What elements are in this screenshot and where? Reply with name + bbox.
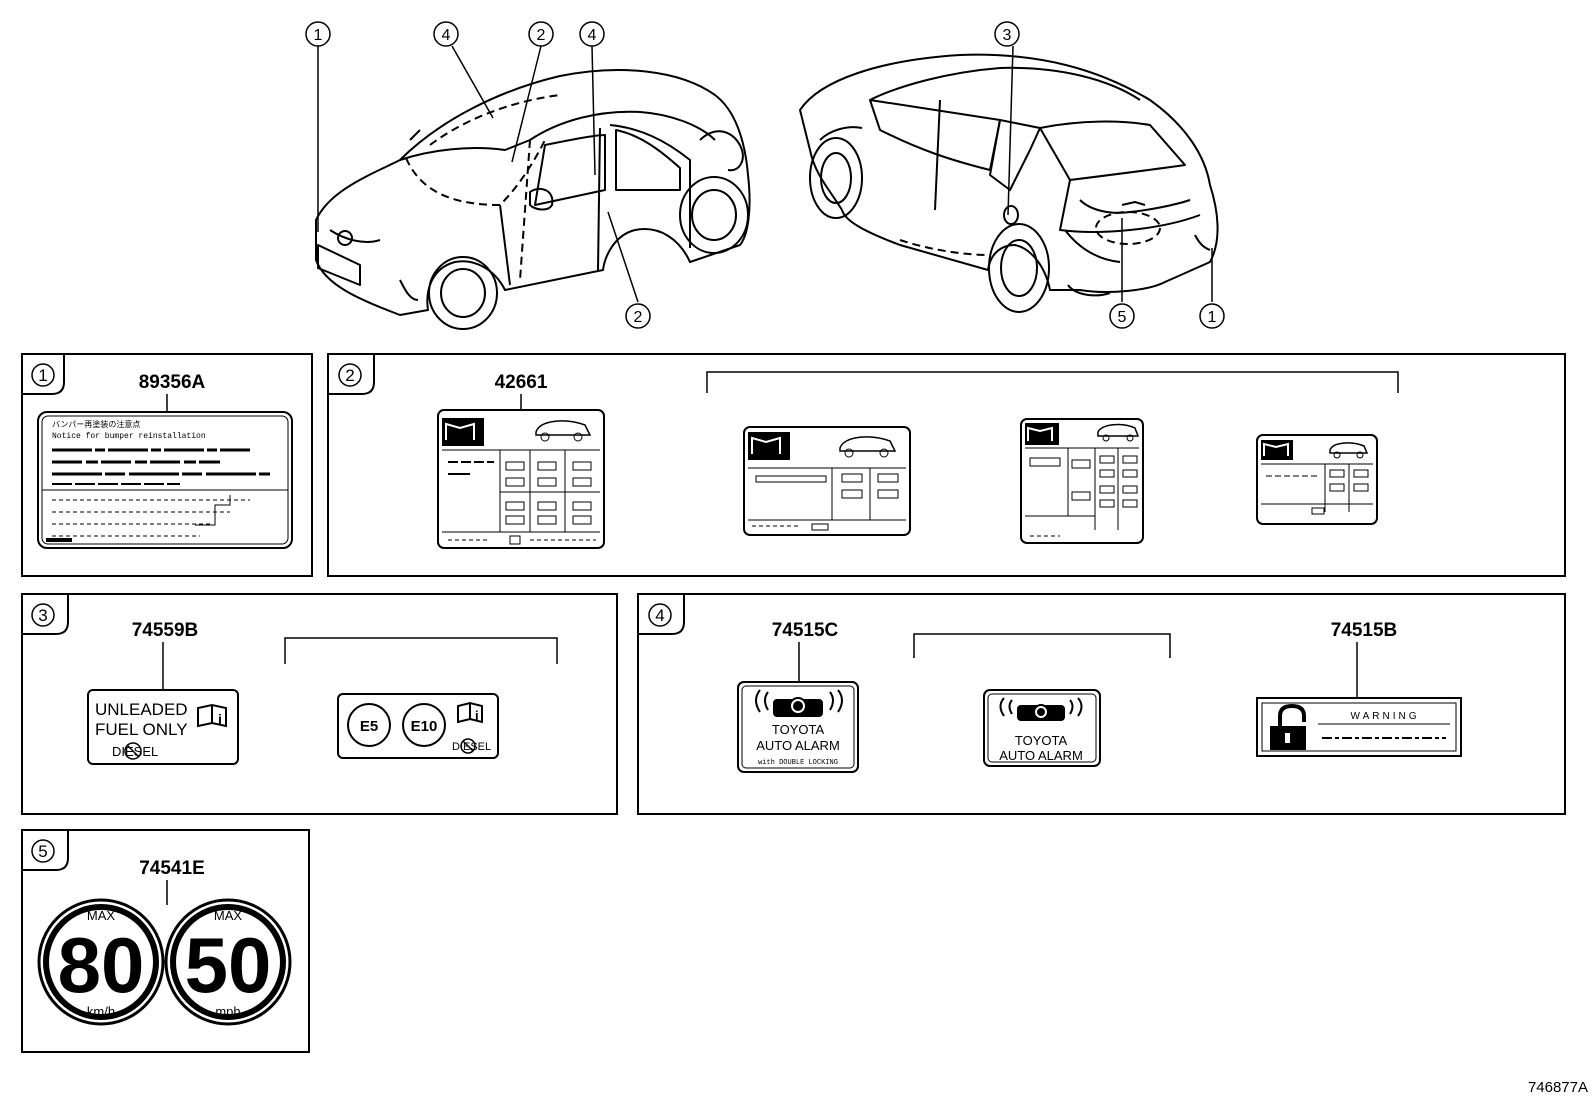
callout-marker: 4 xyxy=(433,21,459,47)
alarm-label-double-locking: TOYOTA AUTO ALARM with DOUBLE LOCKING xyxy=(737,681,859,773)
e5-badge: E5 xyxy=(360,718,378,735)
panel-4-part-number-left: 74515C xyxy=(772,620,839,641)
e10-badge: E10 xyxy=(411,718,438,735)
svg-text:3: 3 xyxy=(1003,27,1012,44)
callout-marker: 4 xyxy=(579,21,605,47)
callout-marker: 5 xyxy=(1109,303,1135,329)
svg-text:1: 1 xyxy=(38,366,47,385)
alarm-waves-icon xyxy=(999,697,1083,721)
alarm-brand-2: TOYOTA xyxy=(1015,733,1068,748)
fuel-line-1: UNLEADED xyxy=(95,700,188,719)
speed-limit-sticker: MAX 80 km/h MAX 50 mph xyxy=(37,898,292,1026)
padlock-icon xyxy=(1270,703,1306,750)
alarm-brand: TOYOTA xyxy=(772,722,825,737)
alarm-text-2: AUTO ALARM xyxy=(999,748,1083,763)
svg-text:1: 1 xyxy=(314,27,323,44)
svg-text:i: i xyxy=(784,443,788,459)
svg-text:2: 2 xyxy=(634,309,643,326)
panel-5: 5 74541E MAX 80 km/h MAX 50 mph xyxy=(21,829,310,1053)
fuel-line-2: FUEL ONLY xyxy=(95,720,188,739)
alarm-label: TOYOTA AUTO ALARM xyxy=(983,689,1101,767)
tire-pressure-label-1: i xyxy=(437,409,605,549)
panel-1: 1 89356A バンパー再塗装の注意点 Notice for bumper r… xyxy=(21,353,313,577)
panel-1-part-number: 89356A xyxy=(139,372,206,393)
mph-value: 50 xyxy=(185,921,272,1009)
mph-unit: mph xyxy=(215,1004,240,1019)
rear-car-illustration xyxy=(799,53,1219,313)
svg-text:5: 5 xyxy=(38,842,47,861)
svg-text:3: 3 xyxy=(38,606,47,625)
callout-marker: 2 xyxy=(528,21,554,47)
panel-3-part-number: 74559B xyxy=(132,620,199,641)
bumper-notice-label: バンパー再塗装の注意点 Notice for bumper reinstalla… xyxy=(37,411,293,549)
warning-text: WARNING xyxy=(1351,711,1420,722)
panel-5-part-number: 74541E xyxy=(139,858,205,879)
svg-text:i: i xyxy=(478,429,482,445)
svg-text:4: 4 xyxy=(655,606,664,625)
front-car-illustration xyxy=(315,69,751,330)
kmh-unit: km/h xyxy=(87,1004,115,1019)
car-callout-markers: 1 4 2 4 2 3 5 1 xyxy=(305,21,1225,329)
bumper-notice-en: Notice for bumper reinstallation xyxy=(52,432,206,441)
panel-2: 2 42661 i xyxy=(327,353,1566,577)
callout-marker: 1 xyxy=(305,21,331,47)
kmh-value: 80 xyxy=(58,921,145,1009)
panel-2-part-number: 42661 xyxy=(495,372,548,393)
svg-text:i: i xyxy=(475,708,479,723)
manual-icon: i xyxy=(457,701,483,724)
alarm-waves-icon xyxy=(755,689,843,717)
alarm-text: AUTO ALARM xyxy=(756,738,840,753)
svg-text:2: 2 xyxy=(345,366,354,385)
callout-marker: 3 xyxy=(994,21,1020,47)
tire-pressure-label-3 xyxy=(1020,418,1144,544)
diesel-text: DIESEL xyxy=(112,744,158,759)
warning-lock-label: WARNING xyxy=(1256,697,1462,757)
max-label-mph: MAX xyxy=(214,908,243,923)
svg-text:1: 1 xyxy=(1208,309,1217,326)
callout-marker: 2 xyxy=(625,303,651,329)
ethanol-fuel-label: E5 E10 i DIESEL xyxy=(337,693,499,759)
svg-text:4: 4 xyxy=(442,27,451,44)
panel-4: 4 74515C 74515B TOYOTA AUTO ALARM with D… xyxy=(637,593,1566,815)
front-car-callouts xyxy=(317,45,1213,303)
tire-pressure-label-2: i xyxy=(743,426,911,536)
tire-pressure-label-4 xyxy=(1256,434,1378,525)
manual-icon: i xyxy=(197,703,227,728)
panel-3: 3 74559B UNLEADED FUEL ONLY i DIESEL E5 … xyxy=(21,593,618,815)
bumper-notice-jp: バンパー再塗装の注意点 xyxy=(52,419,140,429)
svg-text:5: 5 xyxy=(1118,309,1127,326)
svg-text:2: 2 xyxy=(537,27,546,44)
alarm-subtext: with DOUBLE LOCKING xyxy=(758,759,838,767)
figure-id: 746877A xyxy=(1528,1079,1588,1096)
callout-marker: 1 xyxy=(1199,303,1225,329)
unleaded-fuel-label: UNLEADED FUEL ONLY i DIESEL xyxy=(87,689,239,765)
svg-text:i: i xyxy=(218,711,222,727)
panel-4-part-number-right: 74515B xyxy=(1331,620,1398,641)
max-label-kmh: MAX xyxy=(87,908,116,923)
svg-text:4: 4 xyxy=(588,27,597,44)
